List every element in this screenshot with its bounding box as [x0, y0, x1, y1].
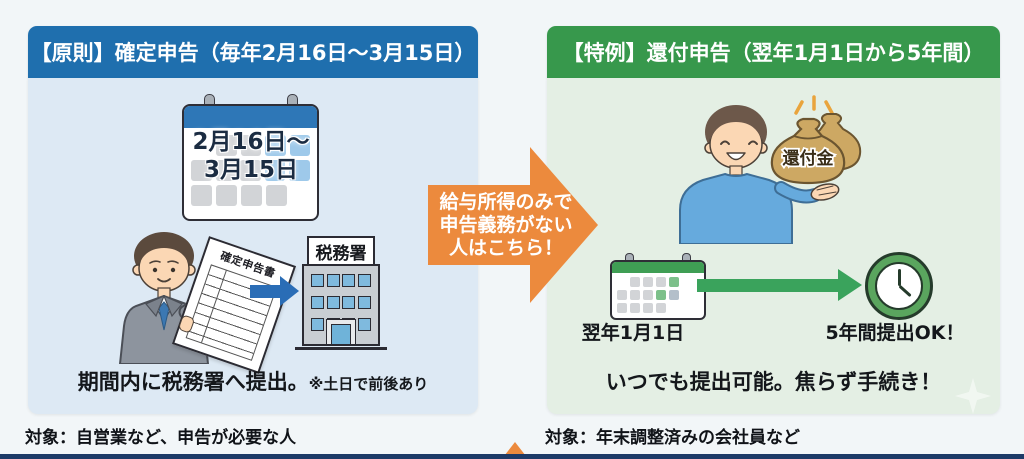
calendar-grid [612, 273, 704, 317]
building-door [331, 324, 351, 344]
filing-period-label: 2月16日〜 3月15日 [192, 129, 310, 183]
timeline-arrow-icon [838, 269, 862, 301]
left-panel-title: 【原則】確定申告（毎年2月16日〜3月15日） [30, 41, 476, 65]
right-panel-body: 還付金 翌年1月1日 5年 [547, 78, 1000, 414]
timeline-arrow-shaft [697, 279, 838, 292]
money-bag-label: 還付金 [783, 148, 835, 169]
right-target-caption: 対象：年末調整済みの会社員など [545, 428, 800, 448]
sparkle-star-icon [955, 378, 991, 414]
center-arrow-icon [530, 147, 598, 303]
submit-arrow-shaft [250, 285, 280, 298]
refund-start-date-label: 翌年1月1日 [581, 322, 685, 344]
building-sign: 税務署 [307, 236, 375, 266]
left-panel-body: 2月16日〜 3月15日 確定申告書 [28, 78, 478, 414]
calendar-grid [184, 128, 317, 213]
left-calendar: 2月16日〜 3月15日 [182, 94, 320, 226]
clock-hour-hand [897, 284, 912, 298]
right-panel-note: いつでも提出可能。焦らず手続き！ [605, 370, 942, 394]
calendar-icon [610, 260, 706, 320]
deadline-label: 5年間提出OK！ [825, 322, 965, 344]
building-body [302, 264, 380, 346]
right-panel-header: 【特例】還付申告（翌年1月1日から5年間） [547, 26, 1000, 78]
left-panel-header: 【原則】確定申告（毎年2月16日〜3月15日） [28, 26, 478, 78]
calendar-header [612, 262, 704, 273]
clock-icon [865, 252, 933, 320]
right-calendar [610, 253, 706, 320]
happy-person-illustration: 還付金 [679, 95, 862, 244]
bottom-divider-strip [0, 454, 1024, 459]
left-panel-note: 期間内に税務署へ提出。※土日で前後あり [77, 370, 429, 394]
center-arrow-shaft [428, 185, 531, 265]
building-baseline [295, 347, 387, 350]
document-form-lines [185, 264, 278, 361]
tax-office-building: 税務署 [295, 236, 387, 350]
right-panel-title: 【特例】還付申告（翌年1月1日から5年間） [562, 41, 985, 65]
calendar-header [184, 106, 317, 128]
calendar-icon [182, 104, 319, 221]
submit-arrow-icon [280, 276, 299, 306]
center-arrow-text: 給与所得のみで 申告義務がない 人はこちら！ [439, 191, 573, 259]
left-target-caption: 対象：自営業など、申告が必要な人 [25, 428, 297, 448]
clock-minute-hand [897, 269, 901, 286]
sparkle-icon [794, 95, 834, 115]
clock-face [875, 262, 923, 310]
